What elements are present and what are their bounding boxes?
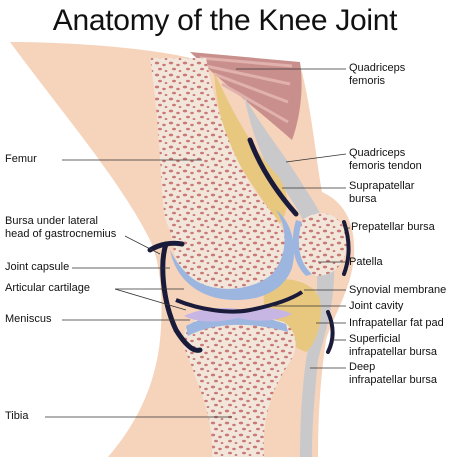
label-quadriceps-tendon: Quadriceps femoris tendon: [349, 147, 422, 172]
label-deep-infrapatellar-bursa: Deep infrapatellar bursa: [349, 361, 438, 386]
patella-cartilage: [292, 220, 312, 276]
leader-articular-cartilage-2: [114, 288, 187, 311]
label-patella: Patella: [349, 256, 383, 268]
prepatellar-bursa-line: [342, 220, 351, 276]
label-articular-cartilage: Articular cartilage: [5, 282, 90, 294]
label-tibia: Tibia: [5, 410, 29, 422]
gastrocnemius-bursa: [147, 240, 185, 253]
patella-speckle: [296, 213, 347, 276]
suprapatellar-bursa-line: [247, 137, 299, 217]
label-joint-cavity: Joint cavity: [349, 300, 404, 312]
label-suprapatellar-bursa: Suprapatellar bursa: [349, 180, 415, 205]
femur-cartilage: [170, 210, 295, 300]
leader-bursa-gastrocnemius: [124, 235, 161, 255]
leader-quadriceps-tendon: [285, 153, 347, 163]
joint-capsule-line: [160, 241, 203, 353]
label-quadriceps-femoris: Quadriceps femoris: [349, 62, 406, 87]
quadriceps-tendon: [244, 96, 335, 457]
synovial-line: [175, 290, 304, 314]
label-superficial-infrapatellar-bursa: Superficial infrapatellar bursa: [349, 333, 438, 358]
infrapatellar-bursa-line: [326, 310, 335, 354]
label-meniscus: Meniscus: [5, 313, 52, 325]
label-bursa-gastrocnemius: Bursa under lateral head of gastrocnemiu…: [5, 215, 117, 240]
leader-lines: [45, 68, 350, 418]
muscle-fibers: [199, 56, 293, 124]
label-joint-capsule: Joint capsule: [5, 261, 70, 273]
label-synovial-membrane: Synovial membrane: [349, 284, 447, 296]
label-femur: Femur: [5, 153, 37, 165]
infrapatellar-fat-pad: [263, 278, 322, 352]
diagram-title: Anatomy of the Knee Joint: [52, 4, 398, 37]
label-prepatellar-bursa: Prepatellar bursa: [351, 221, 435, 233]
fat-region: [214, 72, 288, 226]
label-infrapatellar-fat-pad: Infrapatellar fat pad: [349, 317, 444, 329]
